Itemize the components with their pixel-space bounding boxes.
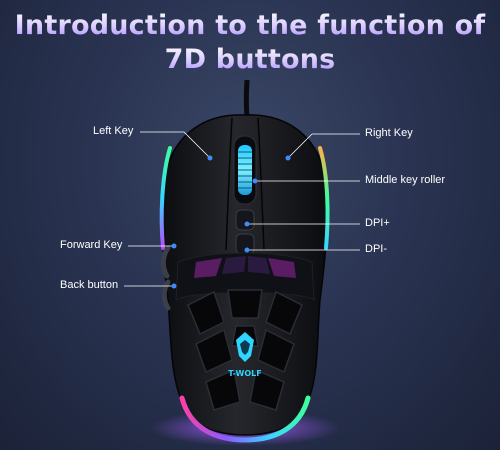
- back-button[interactable]: [161, 279, 171, 311]
- label-back-button: Back button: [60, 279, 119, 291]
- title-line-1: Introduction to the function of: [0, 10, 500, 41]
- dpi-minus-dot: [244, 247, 250, 253]
- label-forward-key: Forward Key: [60, 239, 123, 251]
- wheel-ridges: [238, 151, 252, 189]
- rgb-strip-bottom: [179, 395, 311, 443]
- right-key-dot: [285, 155, 291, 161]
- rgb-strip-left: [159, 146, 172, 250]
- left-key-dot: [207, 155, 213, 161]
- label-dpi-plus: DPI+: [365, 217, 390, 229]
- forward-button[interactable]: [160, 245, 171, 279]
- wheel-dot: [252, 178, 258, 184]
- dpi-plus-button[interactable]: [235, 209, 255, 231]
- title-line-2: 7D buttons: [0, 44, 500, 75]
- label-left-key: Left Key: [93, 125, 134, 137]
- label-middle-key-roller: Middle key roller: [365, 174, 446, 186]
- cable: [243, 79, 250, 119]
- label-right-key: Right Key: [365, 127, 413, 139]
- dpi-plus-dot: [244, 221, 250, 227]
- back-button-dot: [171, 283, 177, 289]
- mesh-shell: [175, 252, 315, 411]
- callout-lines: [124, 131, 360, 287]
- left-button-edge: [225, 117, 233, 251]
- callout-dots: [171, 155, 291, 289]
- rgb-strip-right: [318, 146, 330, 250]
- forward-key-dot: [171, 243, 177, 249]
- brand-text: T-WOLF: [228, 369, 261, 378]
- right-button-edge: [257, 117, 265, 251]
- label-dpi-minus: DPI-: [365, 243, 387, 255]
